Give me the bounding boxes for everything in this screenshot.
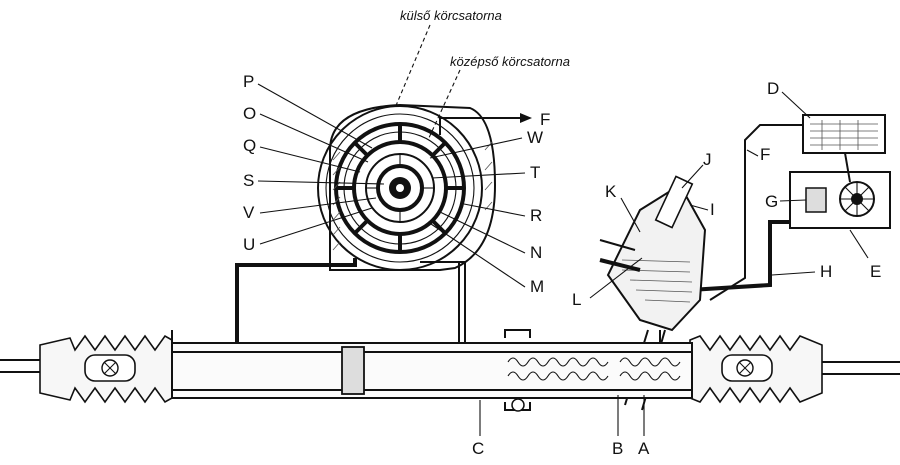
middle-channel-annotation: középső körcsatorna bbox=[450, 54, 570, 69]
valve-right-labels: F W T R N M bbox=[427, 110, 550, 296]
label-F-top: F bbox=[540, 110, 550, 129]
label-M: M bbox=[530, 277, 544, 296]
label-N: N bbox=[530, 243, 542, 262]
label-L: L bbox=[572, 290, 581, 309]
label-S: S bbox=[243, 171, 254, 190]
label-I: I bbox=[710, 200, 715, 219]
pump-E: G E bbox=[765, 152, 891, 281]
label-B: B bbox=[612, 439, 623, 458]
label-A: A bbox=[638, 439, 650, 458]
rack-labels: C B A bbox=[472, 395, 650, 458]
label-O: O bbox=[243, 104, 256, 123]
reservoir-D: D bbox=[767, 79, 886, 154]
label-H: H bbox=[820, 262, 832, 281]
label-Q: Q bbox=[243, 136, 256, 155]
label-K: K bbox=[605, 182, 617, 201]
rack-assembly bbox=[0, 329, 900, 412]
label-F-pipe: F bbox=[760, 145, 770, 164]
valve-hydraulic-lines bbox=[235, 258, 466, 350]
label-J: J bbox=[703, 150, 712, 169]
rotary-valve bbox=[317, 103, 497, 271]
label-T: T bbox=[530, 163, 540, 182]
label-G: G bbox=[765, 192, 778, 211]
label-R: R bbox=[530, 206, 542, 225]
label-E: E bbox=[870, 262, 881, 281]
return-arrow-F bbox=[439, 113, 532, 135]
label-V: V bbox=[243, 203, 255, 222]
label-U: U bbox=[243, 235, 255, 254]
label-C: C bbox=[472, 439, 484, 458]
label-W: W bbox=[527, 128, 543, 147]
valve-left-labels: P O Q S V U bbox=[243, 72, 385, 254]
pipes-F-H: F H bbox=[689, 124, 832, 301]
outer-channel-annotation: külső körcsatorna bbox=[400, 8, 502, 23]
label-P: P bbox=[243, 72, 254, 91]
label-D: D bbox=[767, 79, 779, 98]
